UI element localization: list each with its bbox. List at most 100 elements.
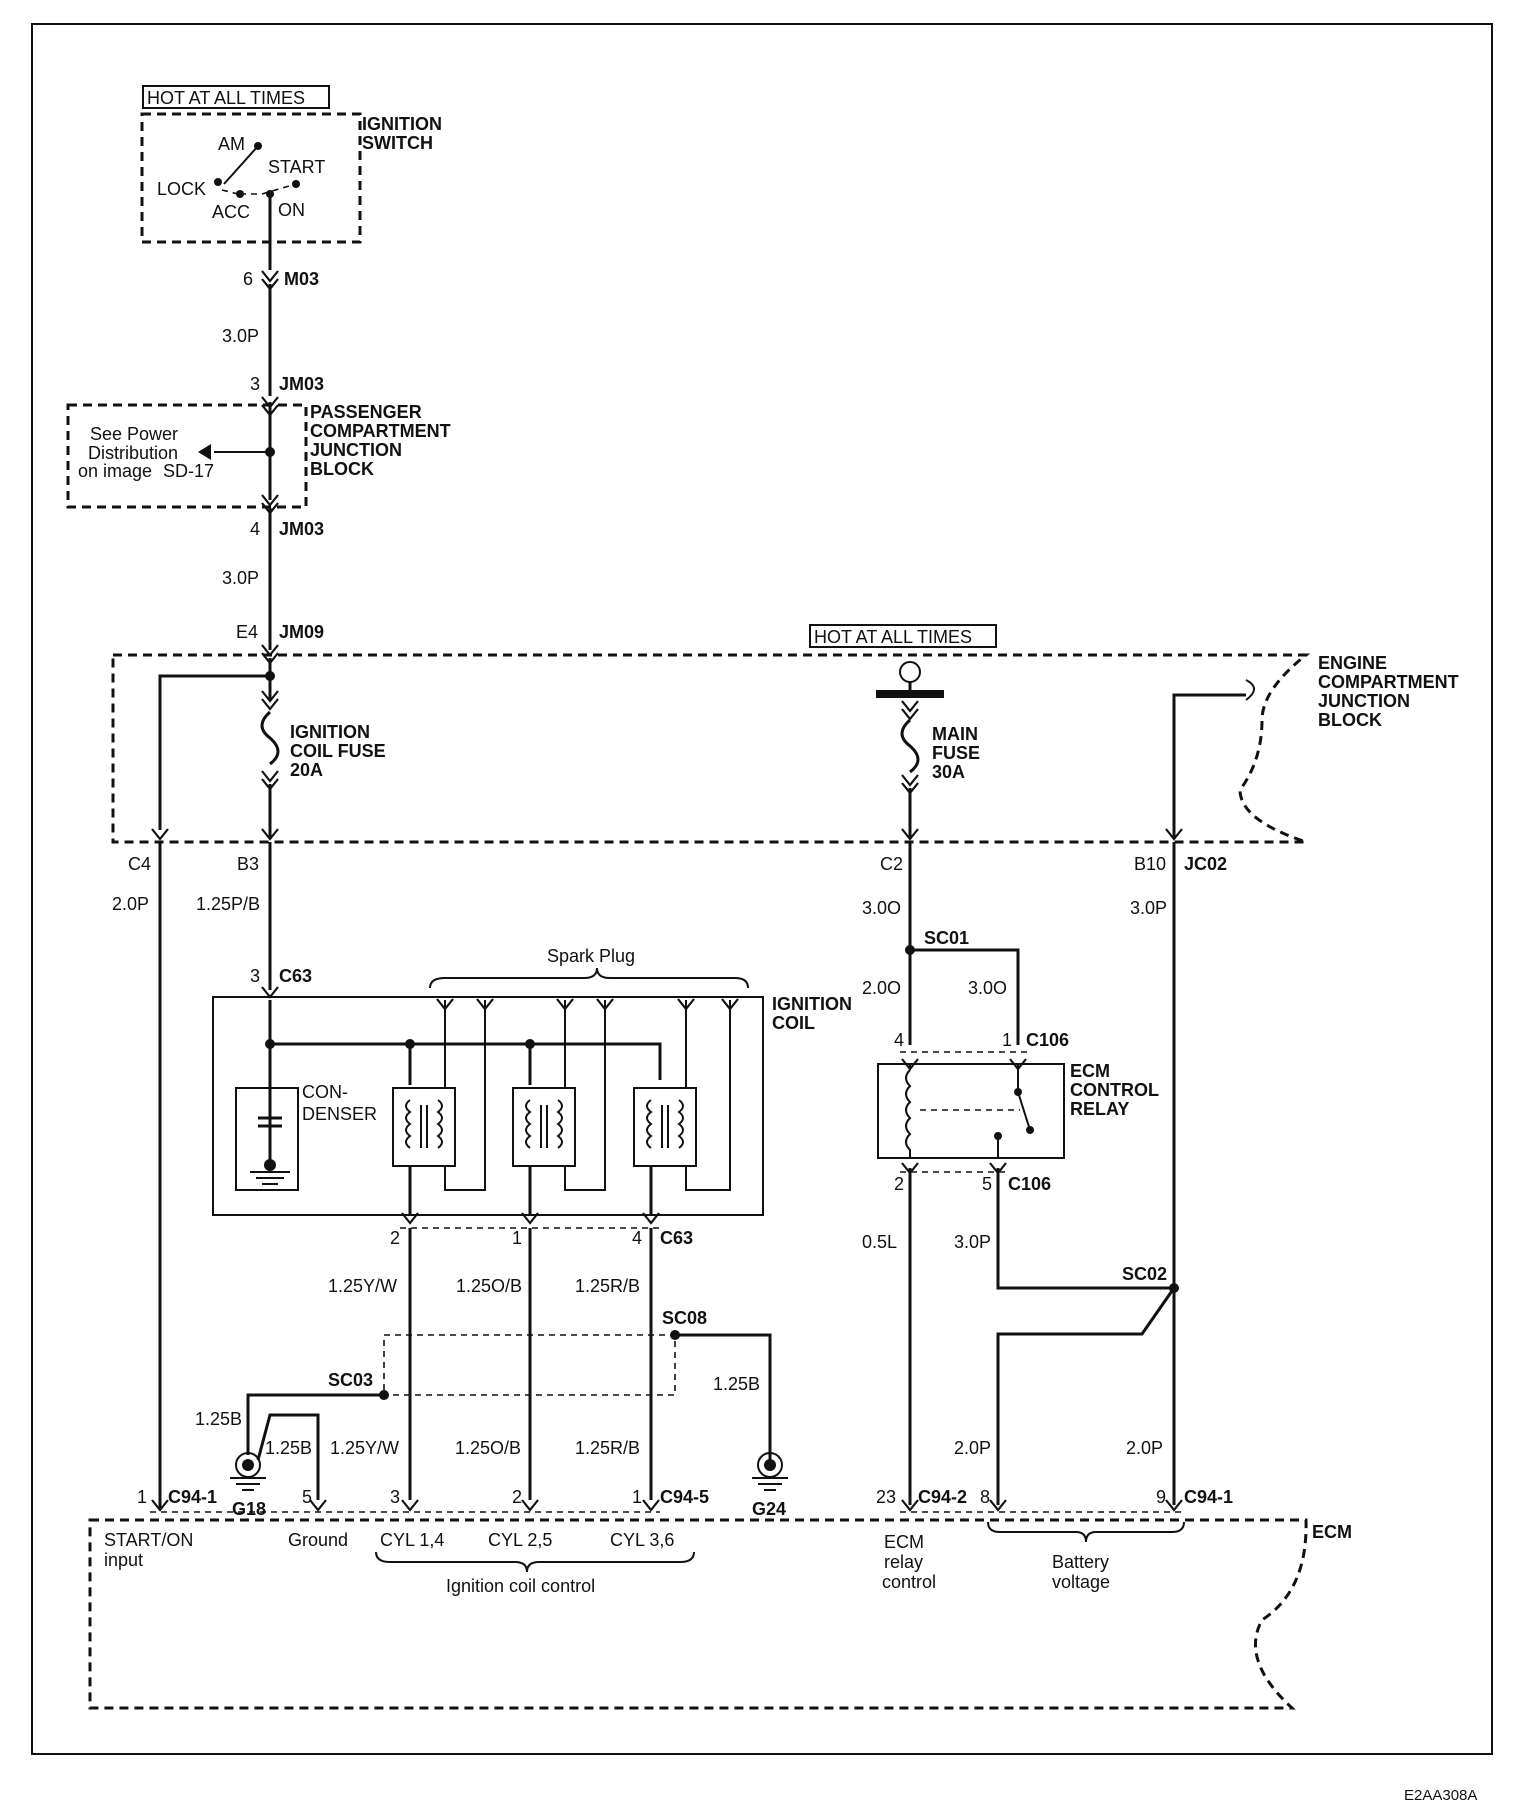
ecm-control-relay-box [877,1063,1065,1159]
figure-id: E2AA308A [1404,1787,1477,1804]
svg-text:RELAY: RELAY [1070,1099,1129,1119]
svg-text:1: 1 [512,1228,522,1248]
switch-am-label: AM [218,134,245,154]
ignition-fuse-label: IGNITION [290,722,370,742]
spark-plug-label: Spark Plug [547,946,635,966]
svg-text:2.0O: 2.0O [862,978,901,998]
battery-voltage-brace [987,1521,1185,1543]
svg-text:4: 4 [632,1228,642,1248]
svg-text:2: 2 [894,1174,904,1194]
connector-m03 [260,269,280,283]
spark-plug-leads-1-4 [444,1000,486,1191]
svg-text:1: 1 [137,1487,147,1507]
svg-text:1.25Y/W: 1.25Y/W [328,1276,397,1296]
svg-text:1.25O/B: 1.25O/B [455,1438,521,1458]
svg-text:4: 4 [894,1030,904,1050]
svg-text:5: 5 [302,1487,312,1507]
wire-start-on-branch [158,674,270,830]
page-border [31,23,1493,1755]
svg-text:control: control [882,1572,936,1592]
svg-text:9: 9 [1156,1487,1166,1507]
c106-bottom-label: C106 [1008,1174,1051,1194]
ignition-switch-title: IGNITION [362,114,442,134]
svg-text:HOT AT ALL TIMES: HOT AT ALL TIMES [147,88,305,108]
ecm-start-on-input: START/ON [104,1530,193,1550]
hot-at-all-times-label-2: HOT AT ALL TIMES [809,624,997,648]
ground-g18-icon [230,1452,266,1491]
ignition-coil-title: IGNITION [772,994,852,1014]
wire-sc01-branch [910,948,1020,1045]
spark-plug-leads-2-5 [564,1000,606,1191]
jc02-label: JC02 [1184,854,1227,874]
wire-label-3-0o-a: 3.0O [862,898,901,918]
svg-text:1: 1 [1002,1030,1012,1050]
svg-text:3: 3 [250,374,260,394]
g18-label: G18 [232,1499,266,1519]
ecm-ignition-coil-control: Ignition coil control [446,1576,595,1596]
sc03-label: SC03 [328,1370,373,1390]
ecm-cyl-2-5: CYL 2,5 [488,1530,552,1550]
svg-text:E4: E4 [236,622,258,642]
c63-top-label: C63 [279,966,312,986]
jm03-bottom-label: JM03 [279,519,324,539]
svg-text:2.0P: 2.0P [1126,1438,1163,1458]
svg-text:23: 23 [876,1487,896,1507]
svg-text:1.25R/B: 1.25R/B [575,1438,640,1458]
ignition-switch-box [140,112,362,244]
ignition-switch-contacts [214,142,300,198]
ground-g24-icon [752,1452,788,1491]
wire-relay-output [996,1168,1174,1290]
svg-text:JUNCTION: JUNCTION [1318,691,1410,711]
condenser-label: CON- [302,1082,348,1102]
c106-top-label: C106 [1026,1030,1069,1050]
svg-text:voltage: voltage [1052,1572,1110,1592]
ecm-box [88,1518,1308,1710]
svg-text:B10: B10 [1134,854,1166,874]
svg-text:6: 6 [243,269,253,289]
svg-text:JUNCTION: JUNCTION [310,440,402,460]
m03-label: M03 [284,269,319,289]
ecm-ground: Ground [288,1530,348,1550]
svg-text:3: 3 [390,1487,400,1507]
wire-label-1-25pb: 1.25P/B [196,894,260,914]
sc08-label: SC08 [662,1308,707,1328]
sc02-label: SC02 [1122,1264,1167,1284]
svg-text:COMPARTMENT: COMPARTMENT [310,421,451,441]
svg-text:5: 5 [982,1174,992,1194]
g24-label: G24 [752,1499,786,1519]
spark-plug-brace [429,967,749,989]
jm09-label: JM09 [279,622,324,642]
battery-source-icon [899,661,921,683]
wire-ecm-ground [256,1413,320,1500]
coil-cyl-2-5 [512,1087,576,1167]
svg-text:relay: relay [884,1552,923,1572]
switch-start-label: START [268,157,325,177]
engine-jb-title: ENGINE [1318,653,1387,673]
hot-at-all-times-label-1: HOT AT ALL TIMES [142,85,330,109]
switch-lock-label: LOCK [157,179,206,199]
svg-text:2: 2 [512,1487,522,1507]
svg-text:Distribution: Distribution [88,443,178,463]
coil-cyl-3-6 [633,1087,697,1167]
svg-text:B3: B3 [237,854,259,874]
wire-battery-feed [1172,693,1246,838]
svg-text:3.0O: 3.0O [968,978,1007,998]
engine-junction-block [111,653,1311,844]
spark-plug-leads-3-6 [685,1000,731,1191]
condenser-box [235,1087,299,1191]
condenser-ground-icon [250,1171,290,1185]
svg-text:8: 8 [980,1487,990,1507]
relay-contact-icon [1017,1091,1031,1131]
svg-text:DENSER: DENSER [302,1104,377,1124]
power-bus-bar [876,690,944,698]
ecm-title: ECM [1312,1522,1352,1542]
svg-text:C2: C2 [880,854,903,874]
main-fuse [900,718,920,774]
relay-coil-icon [905,1064,912,1158]
svg-text:on image: on image [78,461,152,481]
coil-cyl-1-4 [392,1087,456,1167]
svg-text:SD-17: SD-17 [163,461,214,481]
jm03-top-label: JM03 [279,374,324,394]
ecm-cyl-1-4: CYL 1,4 [380,1530,444,1550]
